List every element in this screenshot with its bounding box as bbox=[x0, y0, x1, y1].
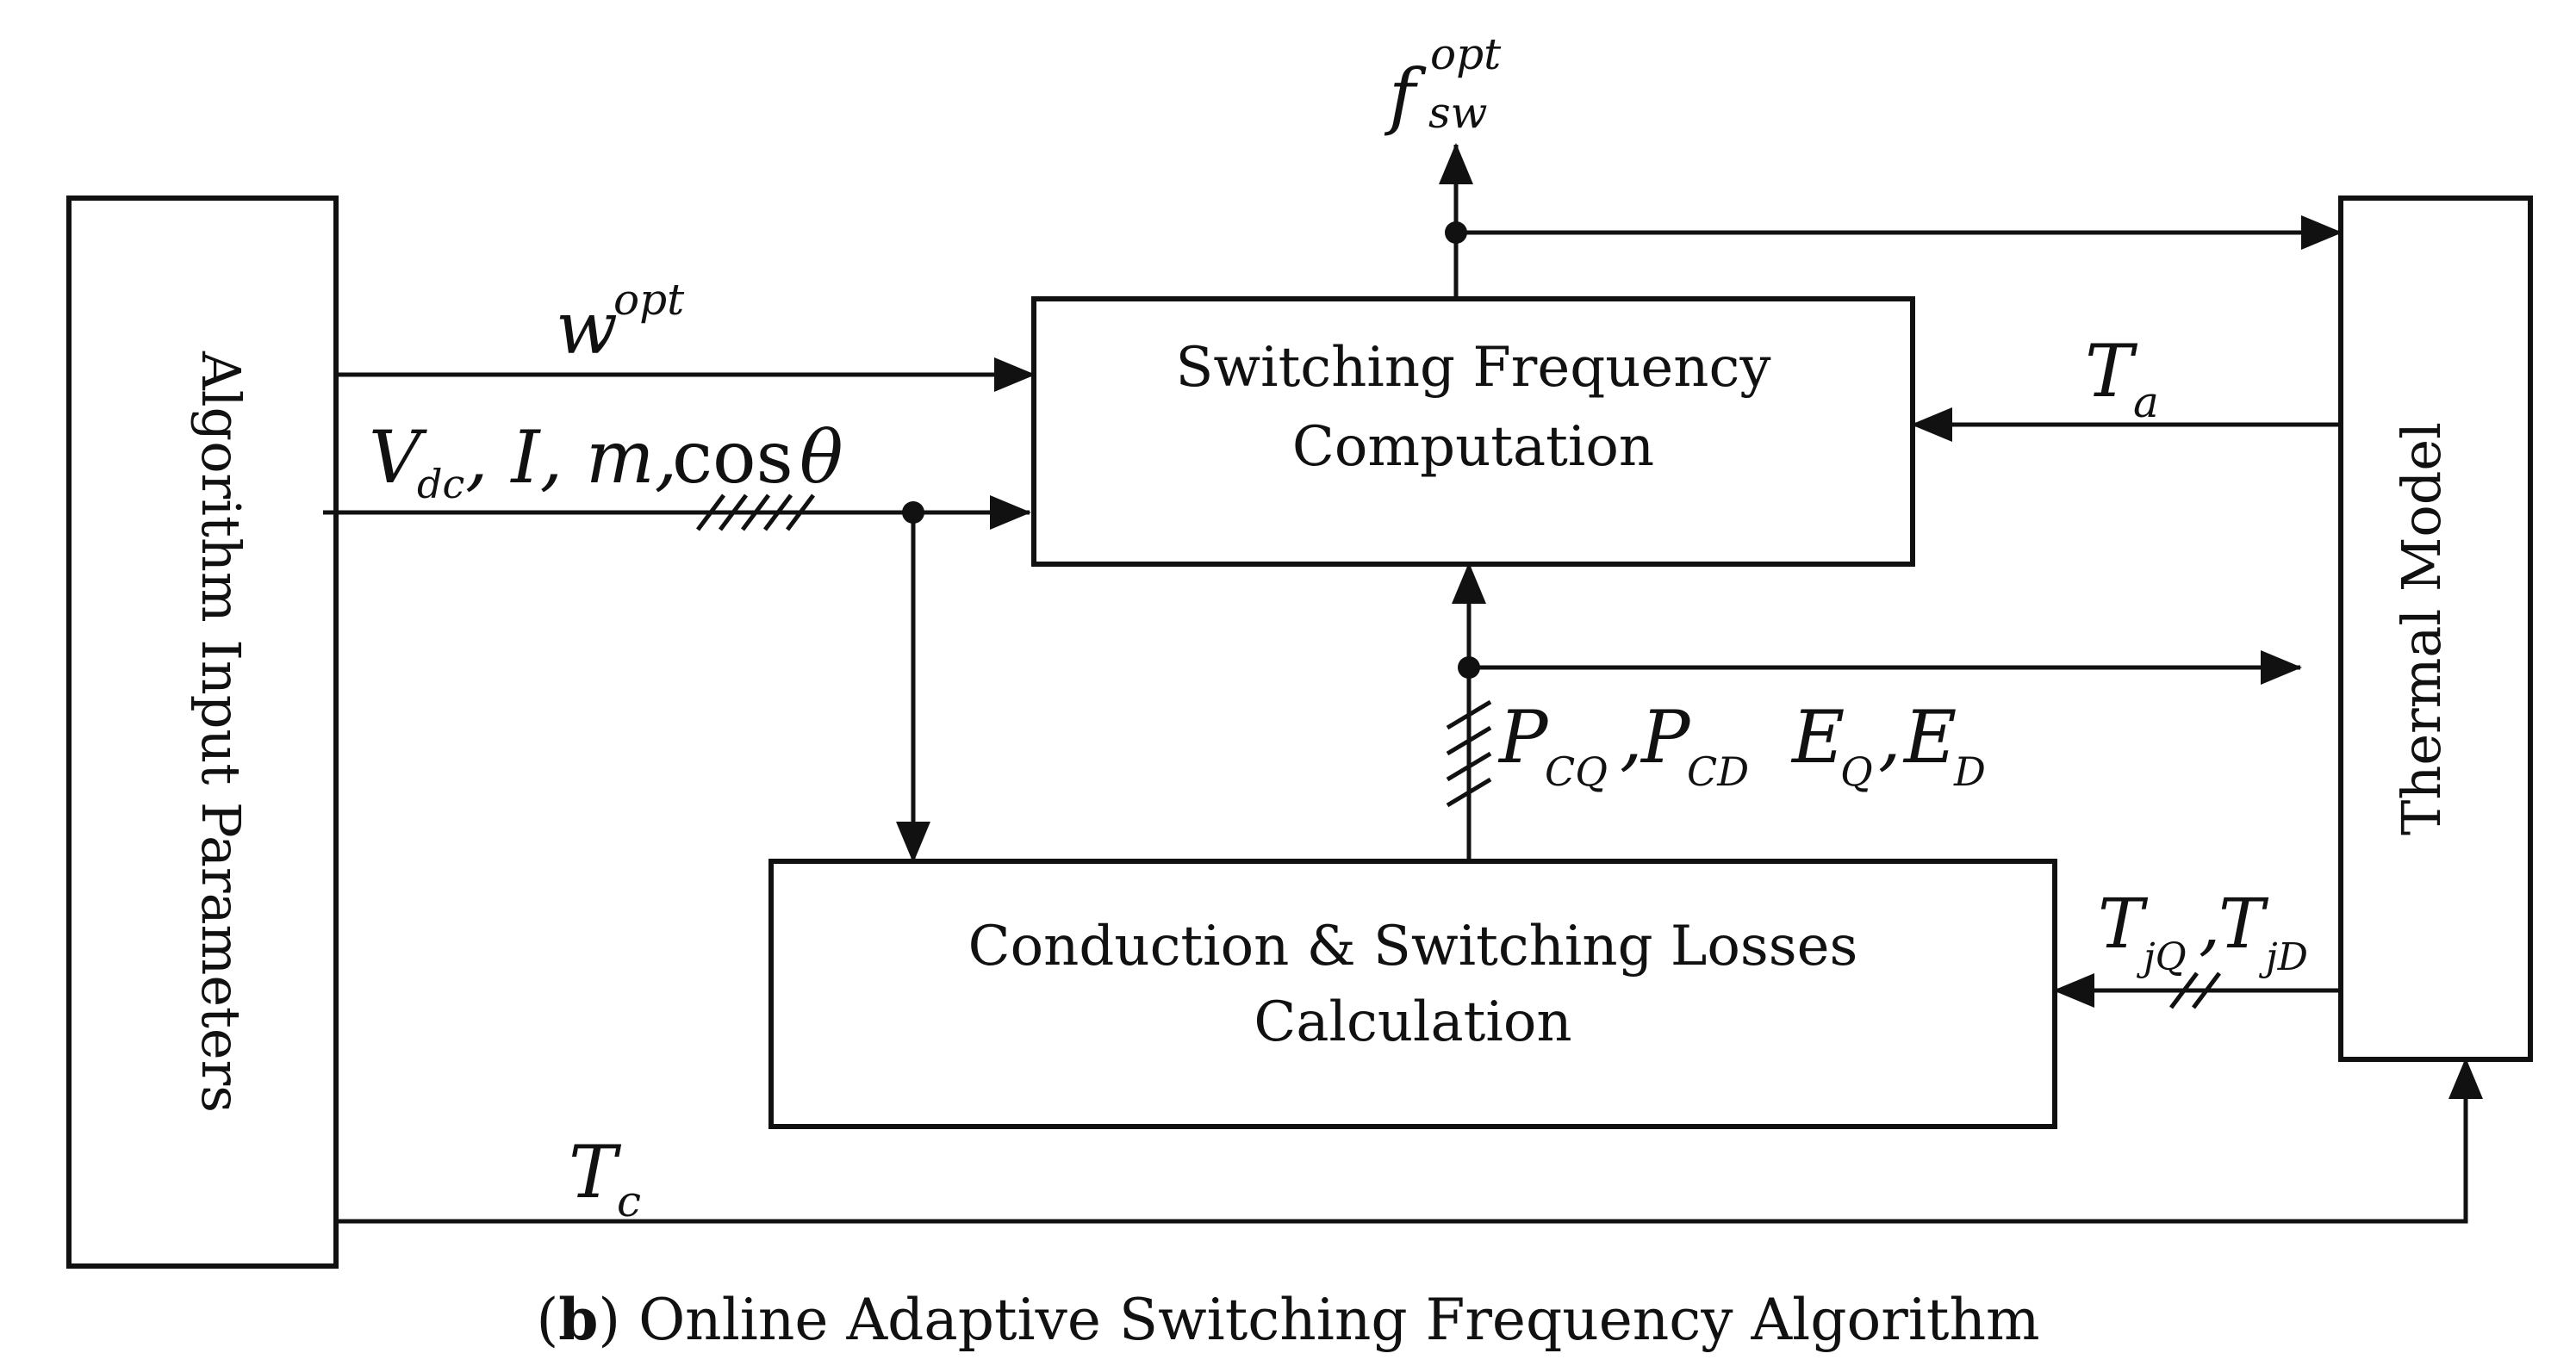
svg-text:opt: opt bbox=[613, 275, 685, 325]
svg-text:CQ: CQ bbox=[1545, 748, 1608, 795]
svg-text:E: E bbox=[1790, 695, 1845, 779]
svg-text:sw: sw bbox=[1428, 88, 1487, 138]
inputs-bus-hatch bbox=[696, 494, 815, 531]
switching-frequency-label-1: Switching Frequency bbox=[1175, 336, 1770, 400]
svg-text:cos: cos bbox=[672, 415, 793, 500]
svg-text:w: w bbox=[556, 286, 618, 370]
svg-text:E: E bbox=[1902, 695, 1957, 779]
svg-text:V: V bbox=[369, 415, 427, 500]
junction-temps-hatch bbox=[2169, 972, 2221, 1009]
svg-text:a: a bbox=[2133, 377, 2159, 427]
junction-temps-label: T jQ , T jD bbox=[2098, 884, 2308, 979]
svg-text:f: f bbox=[1384, 53, 1427, 138]
svg-text:T: T bbox=[569, 1130, 622, 1214]
svg-text:c: c bbox=[617, 1176, 641, 1226]
svg-text:Q: Q bbox=[1840, 748, 1873, 795]
figure-caption: (b) Online Adaptive Switching Frequency … bbox=[536, 1286, 2039, 1353]
losses-signals-label: P CQ , P CD E Q , E D bbox=[1497, 695, 1986, 795]
thermal-model-block bbox=[2338, 196, 2533, 1062]
svg-text:CD: CD bbox=[1687, 748, 1749, 795]
tc-arrow bbox=[336, 1058, 2483, 1224]
svg-text:opt: opt bbox=[1430, 29, 1502, 79]
svg-text:dc: dc bbox=[417, 461, 464, 507]
svg-text:,: , bbox=[1620, 695, 1643, 779]
switching-frequency-label-2: Computation bbox=[1292, 415, 1654, 479]
switching-frequency-block bbox=[1031, 296, 1915, 567]
svg-text:T: T bbox=[2085, 329, 2138, 413]
svg-text:T: T bbox=[2218, 884, 2269, 964]
input-params-label: Algorithm Input Parameters bbox=[190, 351, 252, 1113]
svg-text:D: D bbox=[1953, 748, 1986, 795]
svg-text:, I, m,: , I, m, bbox=[465, 415, 677, 500]
fsw-opt-label: f opt sw bbox=[1384, 29, 1502, 138]
losses-bus-hatch bbox=[1446, 699, 1492, 808]
svg-text:T: T bbox=[2098, 884, 2149, 964]
svg-text:,: , bbox=[2199, 884, 2220, 964]
svg-text:,: , bbox=[1878, 695, 1901, 779]
losses-label-1: Conduction & Switching Losses bbox=[968, 915, 1858, 978]
svg-text:θ: θ bbox=[800, 415, 843, 500]
wopt-label: w opt bbox=[556, 275, 685, 370]
inputs-label: V dc , I, m, cos θ bbox=[369, 415, 843, 507]
svg-text:jD: jD bbox=[2258, 935, 2308, 979]
ta-label: T a bbox=[2085, 329, 2159, 427]
svg-text:P: P bbox=[1497, 695, 1549, 779]
thermal-model-label: Thermal Model bbox=[2390, 422, 2453, 835]
tc-label: T c bbox=[569, 1130, 641, 1226]
losses-label-2: Calculation bbox=[1254, 990, 1571, 1054]
svg-text:jQ: jQ bbox=[2136, 935, 2187, 979]
losses-block bbox=[768, 859, 2057, 1129]
svg-text:P: P bbox=[1640, 695, 1691, 779]
input-params-block bbox=[66, 196, 339, 1269]
